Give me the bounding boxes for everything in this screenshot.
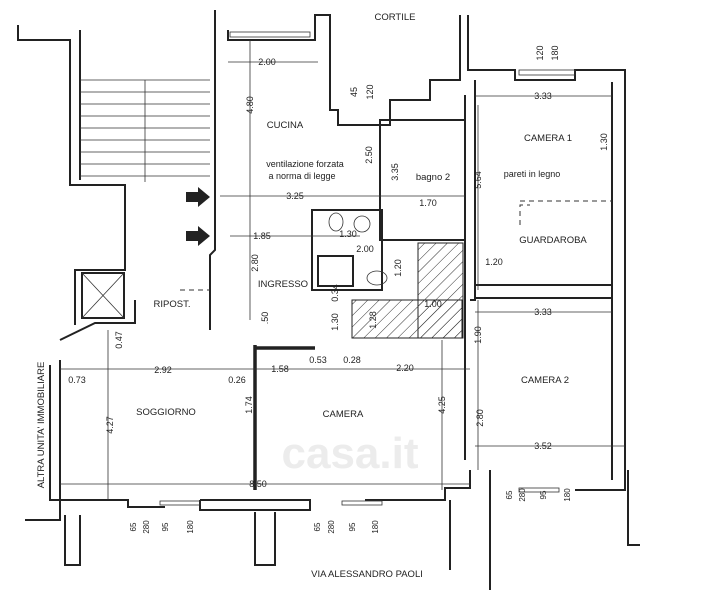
dim-label: 1.58 xyxy=(271,364,289,374)
room-label-cortile: CORTILE xyxy=(374,12,415,23)
dim-label: 2.50 xyxy=(364,146,374,164)
window-dim: 280 xyxy=(142,520,151,534)
dim-label: 2.80 xyxy=(475,409,485,427)
room-label-ingresso: INGRESSO xyxy=(258,279,308,290)
dim-label: 4.80 xyxy=(245,96,255,114)
note-altra-unita: ALTRA UNITA' IMMOBILIARE xyxy=(36,362,47,489)
window-dim: 280 xyxy=(518,488,527,502)
room-label-guardaroba: GUARDAROBA xyxy=(519,235,587,246)
room-label-camera: CAMERA xyxy=(323,409,364,420)
window-dims-camera: 65 280 95 180 xyxy=(313,520,380,534)
dim-label: 3.52 xyxy=(534,441,552,451)
dimension-lines xyxy=(60,40,625,500)
windows xyxy=(159,31,576,506)
arrow-icons xyxy=(186,187,210,246)
dim-label: 3.35 xyxy=(390,163,400,181)
arrow-icon xyxy=(186,226,210,246)
dim-label: 0.26 xyxy=(228,375,246,385)
dim-label: 3.25 xyxy=(286,191,304,201)
window-dim: 95 xyxy=(161,522,170,531)
dim-label: 2.00 xyxy=(258,57,276,67)
dim-label: 1.85 xyxy=(253,231,271,241)
room-label-cucina: CUCINA xyxy=(267,120,304,131)
window-dims-soggiorno: 65 280 95 180 xyxy=(129,520,195,534)
room-label-bagno-2: bagno 2 xyxy=(416,172,450,183)
note-pareti: pareti in legno xyxy=(504,169,561,179)
dim-label: 1.20 xyxy=(393,259,403,277)
note-ventilazione-2: a norma di legge xyxy=(268,171,335,181)
window-dim: 180 xyxy=(186,520,195,534)
dim-label: 1.28 xyxy=(368,311,378,329)
window-dim: 65 xyxy=(313,522,322,531)
room-label-ripostiglio: RIPOST. xyxy=(154,299,191,310)
dim-label: 2.00 xyxy=(356,244,374,254)
dim-label: 1.00 xyxy=(424,299,442,309)
window-dim: 65 xyxy=(129,522,138,531)
note-ventilazione-1: ventilazione forzata xyxy=(266,159,344,169)
walls xyxy=(17,10,640,590)
stairs xyxy=(80,79,210,182)
dim-label: 2.92 xyxy=(154,365,172,375)
window-dims-camera-2: 65 280 95 180 xyxy=(505,488,572,502)
window-dim: 180 xyxy=(371,520,380,534)
room-label-camera-1: CAMERA 1 xyxy=(524,133,572,144)
dim-label: 45 xyxy=(349,87,359,97)
dim-label: 0.47 xyxy=(114,331,124,349)
dim-label: 120 xyxy=(535,45,545,60)
dim-label: 1.30 xyxy=(330,313,340,331)
dim-label: 180 xyxy=(550,45,560,60)
window-dim: 95 xyxy=(348,522,357,531)
room-label-camera-2: CAMERA 2 xyxy=(521,375,569,386)
street-name: VIA ALESSANDRO PAOLI xyxy=(311,569,423,580)
dim-label: 120 xyxy=(365,84,375,99)
dim-label: 1.20 xyxy=(485,257,503,267)
dim-label: 1.90 xyxy=(473,326,483,344)
dim-label: 1.70 xyxy=(419,198,437,208)
window-dim: 280 xyxy=(327,520,336,534)
dim-label: .50 xyxy=(260,312,270,325)
dim-label: 0.28 xyxy=(343,355,361,365)
window-dim: 95 xyxy=(539,490,548,499)
dim-label: 4.25 xyxy=(437,396,447,414)
dim-label: 1.30 xyxy=(339,229,357,239)
dim-label: 8.50 xyxy=(249,479,267,489)
dim-label: 0.34 xyxy=(330,284,340,302)
dim-label: 1.74 xyxy=(244,396,254,414)
window-dim: 180 xyxy=(563,488,572,502)
arrow-icon xyxy=(186,187,210,207)
room-label-soggiorno: SOGGIORNO xyxy=(136,407,196,418)
dim-label: 2.80 xyxy=(250,254,260,272)
dim-label: 0.73 xyxy=(68,375,86,385)
dim-label: 1.30 xyxy=(599,133,609,151)
dim-label: 2.20 xyxy=(396,363,414,373)
watermark: casa.it xyxy=(282,429,419,478)
dim-label: 5.64 xyxy=(473,171,483,189)
window-dim: 65 xyxy=(505,490,514,499)
dimension-labels: 2.00 3.25 1.70 1.85 1.30 2.00 1.00 3.33 … xyxy=(68,45,609,489)
dim-label: 3.33 xyxy=(534,307,552,317)
dim-label: 4.27 xyxy=(105,416,115,434)
dim-label: 0.53 xyxy=(309,355,327,365)
dim-label: 3.33 xyxy=(534,91,552,101)
